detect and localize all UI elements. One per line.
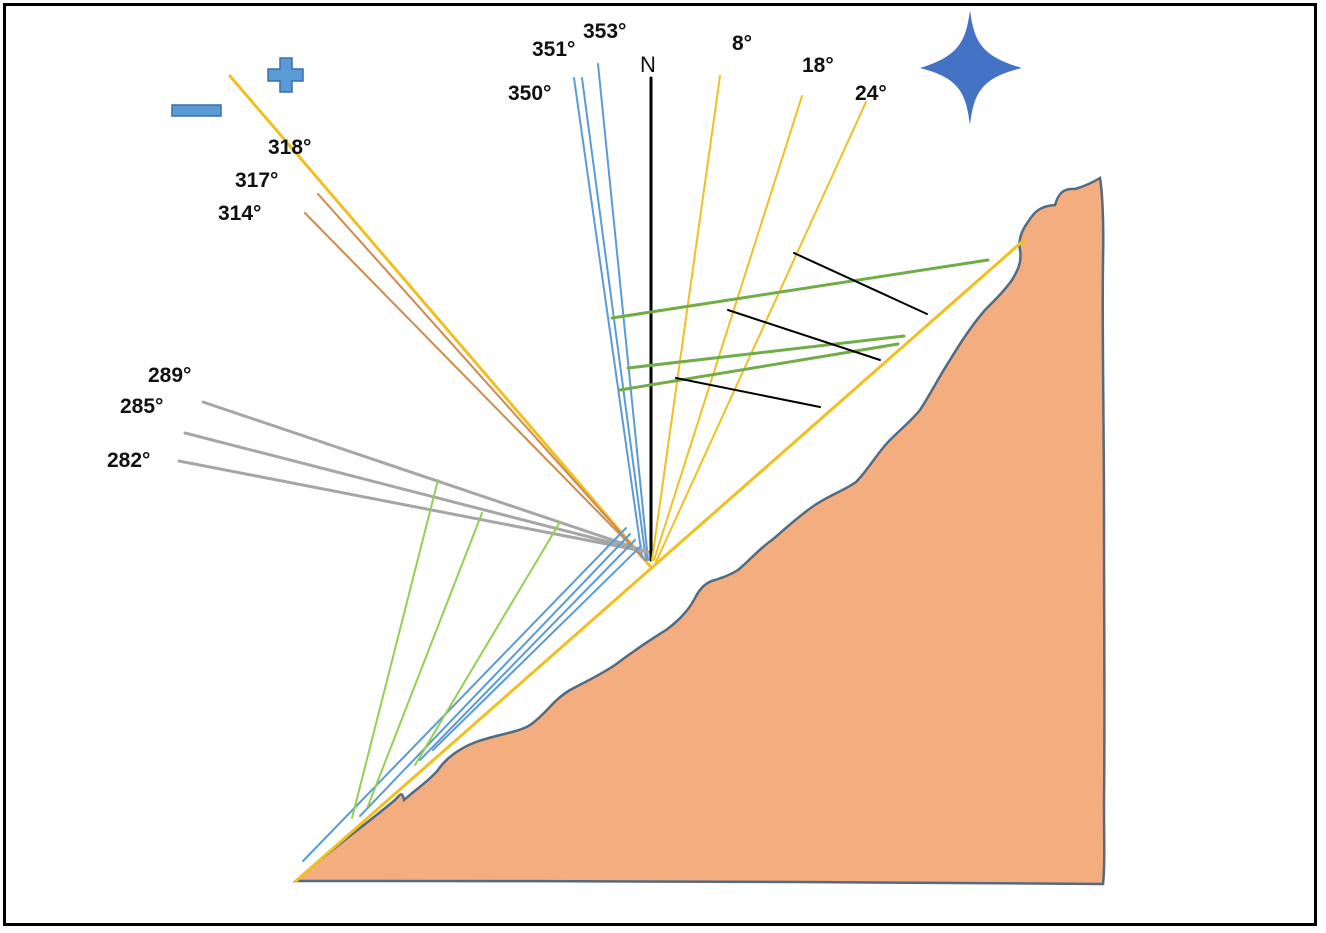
angle-label-18: 18° xyxy=(802,54,834,77)
angle-label-317: 317° xyxy=(235,169,278,192)
bearing-line-350 xyxy=(573,77,643,558)
bearing-line-8 xyxy=(651,75,721,561)
lower-blue-line-3 xyxy=(419,539,636,761)
lower-green-line-3 xyxy=(414,521,561,766)
plus-sign-icon xyxy=(267,57,304,93)
slope-terrain xyxy=(292,175,1106,886)
angle-label-8: 8° xyxy=(732,32,752,55)
black-tick-3 xyxy=(675,377,821,408)
lower-green-line-2 xyxy=(367,512,483,807)
angle-label-350: 350° xyxy=(508,82,551,105)
slope-crest-line xyxy=(294,238,1026,883)
angle-label-353: 353° xyxy=(583,20,626,43)
angle-label-318: 318° xyxy=(268,136,311,159)
angle-label-285: 285° xyxy=(120,395,163,418)
bearing-line-24 xyxy=(655,101,867,563)
bearing-line-317 xyxy=(317,193,646,561)
lower-blue-line-1 xyxy=(302,527,627,862)
bearing-line-353 xyxy=(597,63,649,561)
upper-green-line-2 xyxy=(626,334,906,370)
angle-label-289: 289° xyxy=(148,364,191,387)
lower-blue-line-2 xyxy=(359,533,631,817)
compass-star-icon xyxy=(920,10,1022,125)
bearing-line-282 xyxy=(177,459,650,554)
bearing-line-18 xyxy=(653,95,803,561)
upper-green-line-3 xyxy=(618,342,900,392)
bearing-line-289 xyxy=(201,400,650,554)
lower-green-line-1 xyxy=(351,479,439,819)
angle-label-282: 282° xyxy=(107,449,150,472)
lower-blue-line-4 xyxy=(432,545,642,751)
minus-sign-icon xyxy=(171,104,222,117)
angle-label-24: 24° xyxy=(855,82,887,105)
black-tick-1 xyxy=(793,252,928,315)
angle-label-314: 314° xyxy=(218,202,261,225)
bearing-line-314 xyxy=(304,212,646,561)
bearing-line-285 xyxy=(183,431,650,554)
bearing-line-318 xyxy=(228,74,652,568)
angle-label-351: 351° xyxy=(532,38,575,61)
upper-green-line-1 xyxy=(610,258,990,320)
black-tick-2 xyxy=(727,309,881,361)
north-label: N xyxy=(640,52,656,77)
